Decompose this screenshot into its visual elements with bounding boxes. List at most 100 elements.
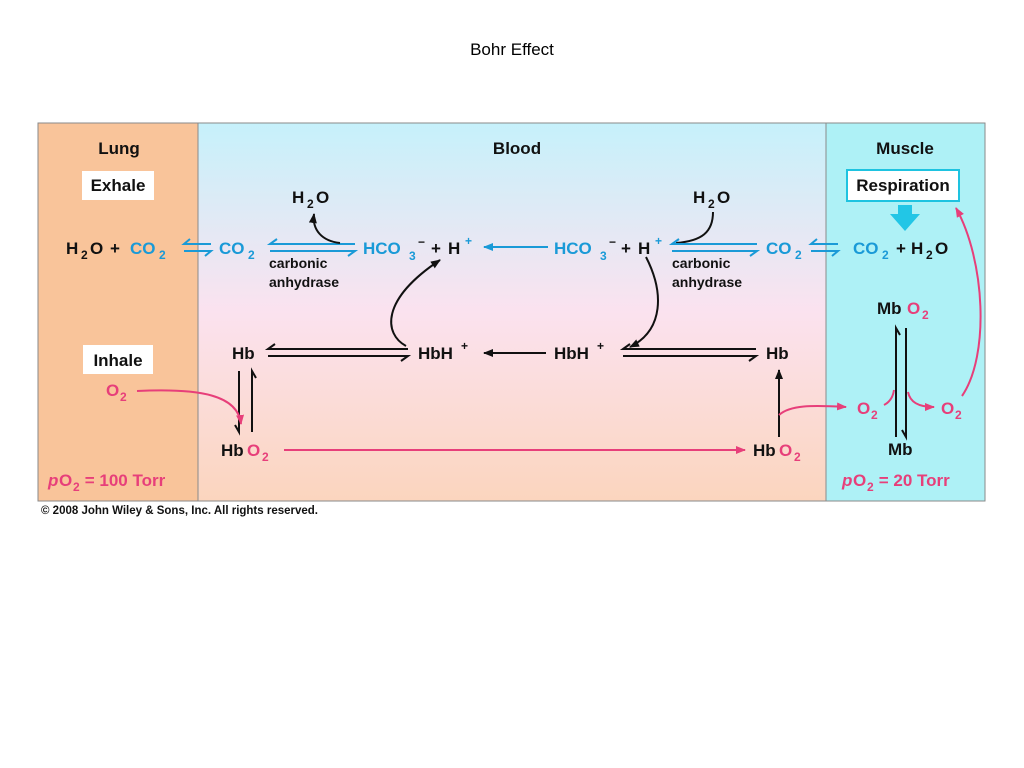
svg-text:Mb: Mb bbox=[877, 299, 902, 318]
svg-text:2: 2 bbox=[871, 408, 878, 422]
svg-text:Hb: Hb bbox=[221, 441, 244, 460]
lung-blood-co2-equilibrium bbox=[181, 238, 214, 257]
svg-text:H: H bbox=[693, 188, 705, 207]
svg-text:p: p bbox=[47, 471, 58, 490]
svg-text:= 100 Torr: = 100 Torr bbox=[80, 471, 166, 490]
hbh-right: HbH + bbox=[554, 339, 604, 363]
muscle-o2-right: O 2 bbox=[941, 399, 962, 422]
svg-text:O: O bbox=[857, 399, 870, 418]
mbo2: Mb O 2 bbox=[877, 299, 929, 322]
bohr-effect-diagram: Lung Blood Muscle Exhale Inhale Respirat… bbox=[37, 122, 986, 502]
lung-co2: CO 2 bbox=[130, 239, 166, 262]
svg-text:H: H bbox=[448, 239, 460, 258]
respiration-down-arrow bbox=[890, 205, 920, 231]
enzyme-right: carbonic anhydrase bbox=[672, 255, 742, 290]
svg-text:2: 2 bbox=[867, 480, 874, 494]
svg-text:+: + bbox=[110, 239, 120, 258]
svg-text:CO: CO bbox=[219, 239, 245, 258]
hbo2-right: Hb O 2 bbox=[753, 441, 801, 464]
lung-po2: p O 2 = 100 Torr bbox=[47, 471, 166, 494]
muscle-o2-left: O 2 bbox=[857, 399, 878, 422]
co2-hco3-equilibrium-right bbox=[668, 238, 761, 257]
svg-text:O: O bbox=[717, 188, 730, 207]
h2o-left-release-arrow bbox=[308, 213, 341, 244]
svg-text:+: + bbox=[621, 239, 631, 258]
svg-text:H: H bbox=[292, 188, 304, 207]
enzyme-left: carbonic anhydrase bbox=[269, 255, 339, 290]
blood-muscle-co2-equilibrium bbox=[808, 238, 841, 257]
h2o-right-uptake-curve bbox=[675, 211, 714, 244]
svg-text:2: 2 bbox=[248, 248, 255, 262]
svg-text:HbH: HbH bbox=[554, 344, 589, 363]
hbh-left: HbH + bbox=[418, 339, 468, 363]
blood-panel bbox=[197, 122, 827, 502]
proton-right: + H + bbox=[621, 234, 662, 258]
svg-text:−: − bbox=[609, 235, 616, 249]
svg-text:2: 2 bbox=[307, 197, 314, 211]
svg-text:O: O bbox=[779, 441, 792, 460]
exhale-box: Exhale bbox=[82, 171, 154, 200]
o2-release-arrow bbox=[778, 402, 847, 416]
svg-text:O: O bbox=[59, 471, 72, 490]
svg-text:2: 2 bbox=[73, 480, 80, 494]
svg-text:CO: CO bbox=[853, 239, 879, 258]
svg-text:2: 2 bbox=[81, 248, 88, 262]
o2-to-respiration-arrow bbox=[955, 207, 982, 397]
bicarbonate-right: HCO 3 − bbox=[554, 235, 616, 263]
svg-text:2: 2 bbox=[955, 408, 962, 422]
proton-left: + H + bbox=[431, 234, 472, 258]
h2o-left-top: H 2 O bbox=[292, 188, 329, 211]
svg-text:2: 2 bbox=[120, 390, 127, 404]
mb: Mb bbox=[888, 440, 913, 459]
svg-text:O: O bbox=[316, 188, 329, 207]
inhale-label: Inhale bbox=[93, 351, 142, 370]
co2-hco3-equilibrium-left bbox=[266, 238, 359, 257]
lung-header: Lung bbox=[98, 139, 140, 158]
exhale-label: Exhale bbox=[91, 176, 146, 195]
svg-text:+: + bbox=[465, 234, 472, 248]
muscle-header: Muscle bbox=[876, 139, 934, 158]
svg-text:anhydrase: anhydrase bbox=[269, 274, 339, 290]
proton-binding-curve bbox=[629, 256, 659, 348]
svg-text:= 20 Torr: = 20 Torr bbox=[874, 471, 950, 490]
lung-h2o: H 2 O + bbox=[66, 239, 120, 262]
svg-text:O: O bbox=[907, 299, 920, 318]
respiration-label: Respiration bbox=[856, 176, 950, 195]
blood-co2-right: CO 2 bbox=[766, 239, 802, 262]
svg-text:H: H bbox=[66, 239, 78, 258]
copyright-notice: © 2008 John Wiley & Sons, Inc. All right… bbox=[41, 505, 319, 517]
svg-text:2: 2 bbox=[882, 248, 889, 262]
svg-text:2: 2 bbox=[922, 308, 929, 322]
o2-unbind-curve bbox=[907, 391, 935, 411]
svg-text:carbonic: carbonic bbox=[672, 255, 731, 271]
svg-text:O: O bbox=[853, 471, 866, 490]
svg-text:+: + bbox=[597, 339, 604, 353]
proton-release-curve bbox=[390, 259, 441, 347]
svg-text:2: 2 bbox=[795, 248, 802, 262]
inhaled-o2: O 2 bbox=[106, 381, 127, 404]
svg-text:3: 3 bbox=[409, 249, 416, 263]
o2-uptake-arrow bbox=[136, 389, 245, 425]
svg-text:carbonic: carbonic bbox=[269, 255, 328, 271]
hb-left: Hb bbox=[232, 344, 255, 363]
svg-text:O: O bbox=[941, 399, 954, 418]
mb-mbo2-equilibrium bbox=[895, 324, 907, 441]
bicarbonate-left: HCO 3 − bbox=[363, 235, 425, 263]
svg-text:HbH: HbH bbox=[418, 344, 453, 363]
inhale-box: Inhale bbox=[83, 345, 153, 374]
svg-text:−: − bbox=[418, 235, 425, 249]
svg-text:CO: CO bbox=[766, 239, 792, 258]
svg-text:H: H bbox=[638, 239, 650, 258]
svg-text:2: 2 bbox=[262, 450, 269, 464]
svg-text:p: p bbox=[841, 471, 852, 490]
svg-text:O: O bbox=[106, 381, 119, 400]
blood-co2-left: CO 2 bbox=[219, 239, 255, 262]
svg-text:O: O bbox=[247, 441, 260, 460]
svg-text:2: 2 bbox=[159, 248, 166, 262]
svg-text:+: + bbox=[431, 239, 441, 258]
svg-text:2: 2 bbox=[926, 248, 933, 262]
svg-text:H: H bbox=[911, 239, 923, 258]
svg-text:3: 3 bbox=[600, 249, 607, 263]
svg-text:+: + bbox=[655, 234, 662, 248]
muscle-co2: CO 2 bbox=[853, 239, 889, 262]
